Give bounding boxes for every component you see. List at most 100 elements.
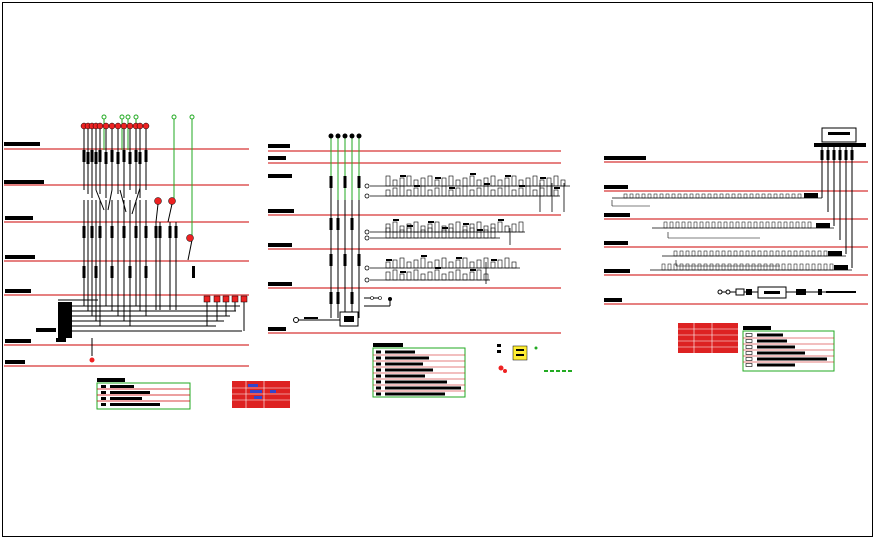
center-symbol-key [497,344,572,373]
breaker-icon [817,250,822,257]
breaker-icon [490,189,496,197]
breaker-icon [661,263,666,271]
riser-segment [832,150,836,160]
breaker-icon [763,263,768,271]
riser-segment [116,152,120,164]
breaker-icon [623,193,628,199]
breaker-icon [469,189,475,197]
riser-segment [128,266,132,278]
meter-tag [36,328,56,332]
breaker-icon [497,187,503,197]
breaker-icon [781,250,786,257]
breaker-icon [476,231,482,239]
junction-icon [364,265,370,271]
riser-segment [86,152,90,164]
breaker-icon [490,227,496,239]
breaker-icon [783,221,788,229]
breaker-icon [663,221,668,229]
breaker-icon [789,221,794,229]
breaker-icon [392,269,398,281]
breaker-icon [455,179,461,187]
left-floor-lines [4,148,249,367]
floor-tag [5,289,31,293]
center-floor-tags [268,144,294,331]
breaker-icon [755,193,760,199]
breaker-icon [455,269,461,281]
riser-segment [90,150,94,162]
breaker-icon [504,177,510,187]
breaker-icon [807,221,812,229]
breaker-icon [735,221,740,229]
earth-icon [89,357,95,363]
breaker-icon [413,259,419,269]
riser-head-icon [125,114,131,120]
breaker-icon [673,263,678,271]
breaker-icon [462,273,468,281]
breaker-icon [413,221,419,233]
breaker-icon [476,259,482,269]
riser-head-icon [189,114,195,120]
breaker-icon [653,193,658,199]
floor-tag [5,360,25,364]
breaker-icon [392,231,398,239]
breaker-icon [745,263,750,271]
breaker-icon [553,189,559,197]
breaker-icon [793,250,798,257]
riser-segment [90,226,94,238]
breaker-icon [675,221,680,229]
breaker-icon [767,193,772,199]
riser-segment [144,266,148,278]
breaker-icon [659,193,664,199]
breaker-icon [448,227,454,239]
device-red-icon [168,197,176,205]
breaker-icon [476,187,482,197]
breaker-icon [697,250,702,257]
device-red-icon [213,295,221,303]
breaker-icon [757,263,762,271]
riser-segment [144,226,148,238]
breaker-icon [787,263,792,271]
device-red-icon [120,122,128,130]
riser-segment [134,226,138,238]
breaker-icon [420,185,426,197]
riser-segment [110,266,114,278]
breaker-icon [392,187,398,197]
breaker-icon [483,225,489,233]
breaker-icon [385,227,391,239]
breaker-icon [779,193,784,199]
breaker-icon [399,229,405,239]
riser-head-icon [342,133,348,139]
riser-segment [138,152,142,164]
floor-tag [5,339,31,343]
device-red-icon [102,122,110,130]
riser-segment [357,176,361,188]
left-main-panel [36,299,242,363]
breaker-icon [729,221,734,229]
breaker-icon [723,221,728,229]
breaker-icon [511,189,517,197]
right-riser-diagram [604,127,868,372]
breaker-icon [719,193,724,199]
breaker-icon [691,250,696,257]
left-riser-bars [82,150,195,278]
breaker-icon [811,250,816,257]
device-red-icon [142,122,150,130]
breaker-icon [787,250,792,257]
riser-segment [128,152,132,164]
breaker-icon [775,263,780,271]
breaker-icon [504,185,510,197]
riser-segment [82,266,86,278]
left-floor-tags [4,142,44,364]
breaker-icon [669,221,674,229]
junction-icon [364,193,370,199]
breaker-icon [793,263,798,271]
breaker-icon [737,193,742,199]
breaker-icon [641,193,646,199]
left-legend [96,378,191,410]
breaker-icon [420,177,426,187]
breaker-icon [805,250,810,257]
breaker-icon [797,193,802,199]
breaker-icon [673,250,678,257]
